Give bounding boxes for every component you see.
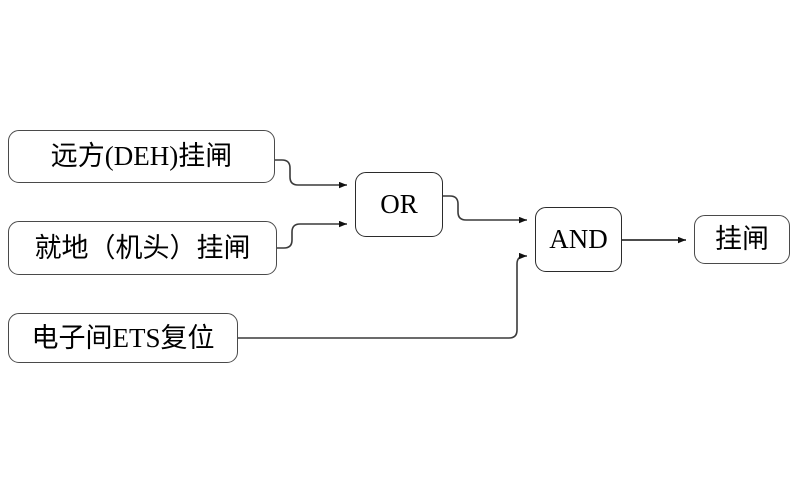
wire-remote-deh-to-or <box>275 159 347 189</box>
gate-label-or: OR <box>380 189 418 219</box>
input-box-local-machine-head[interactable]: 就地（机头）挂闸 <box>8 221 277 275</box>
wire-or-to-and <box>443 195 527 224</box>
output-box-trip[interactable]: 挂闸 <box>694 215 790 264</box>
gate-box-or[interactable]: OR <box>355 172 443 237</box>
wire-local-to-or <box>277 220 347 249</box>
input-label-remote-deh: 远方(DEH)挂闸 <box>50 141 233 171</box>
input-label-local-machine-head: 就地（机头）挂闸 <box>34 232 251 263</box>
input-box-remote-deh[interactable]: 远方(DEH)挂闸 <box>8 130 275 183</box>
gate-box-and[interactable]: AND <box>535 207 622 272</box>
input-label-ets-reset: 电子间ETS复位 <box>31 322 215 353</box>
wire-ets-to-and <box>238 252 527 339</box>
input-box-ets-reset[interactable]: 电子间ETS复位 <box>8 313 238 363</box>
output-label-trip: 挂闸 <box>715 224 769 254</box>
gate-label-and: AND <box>549 224 608 254</box>
